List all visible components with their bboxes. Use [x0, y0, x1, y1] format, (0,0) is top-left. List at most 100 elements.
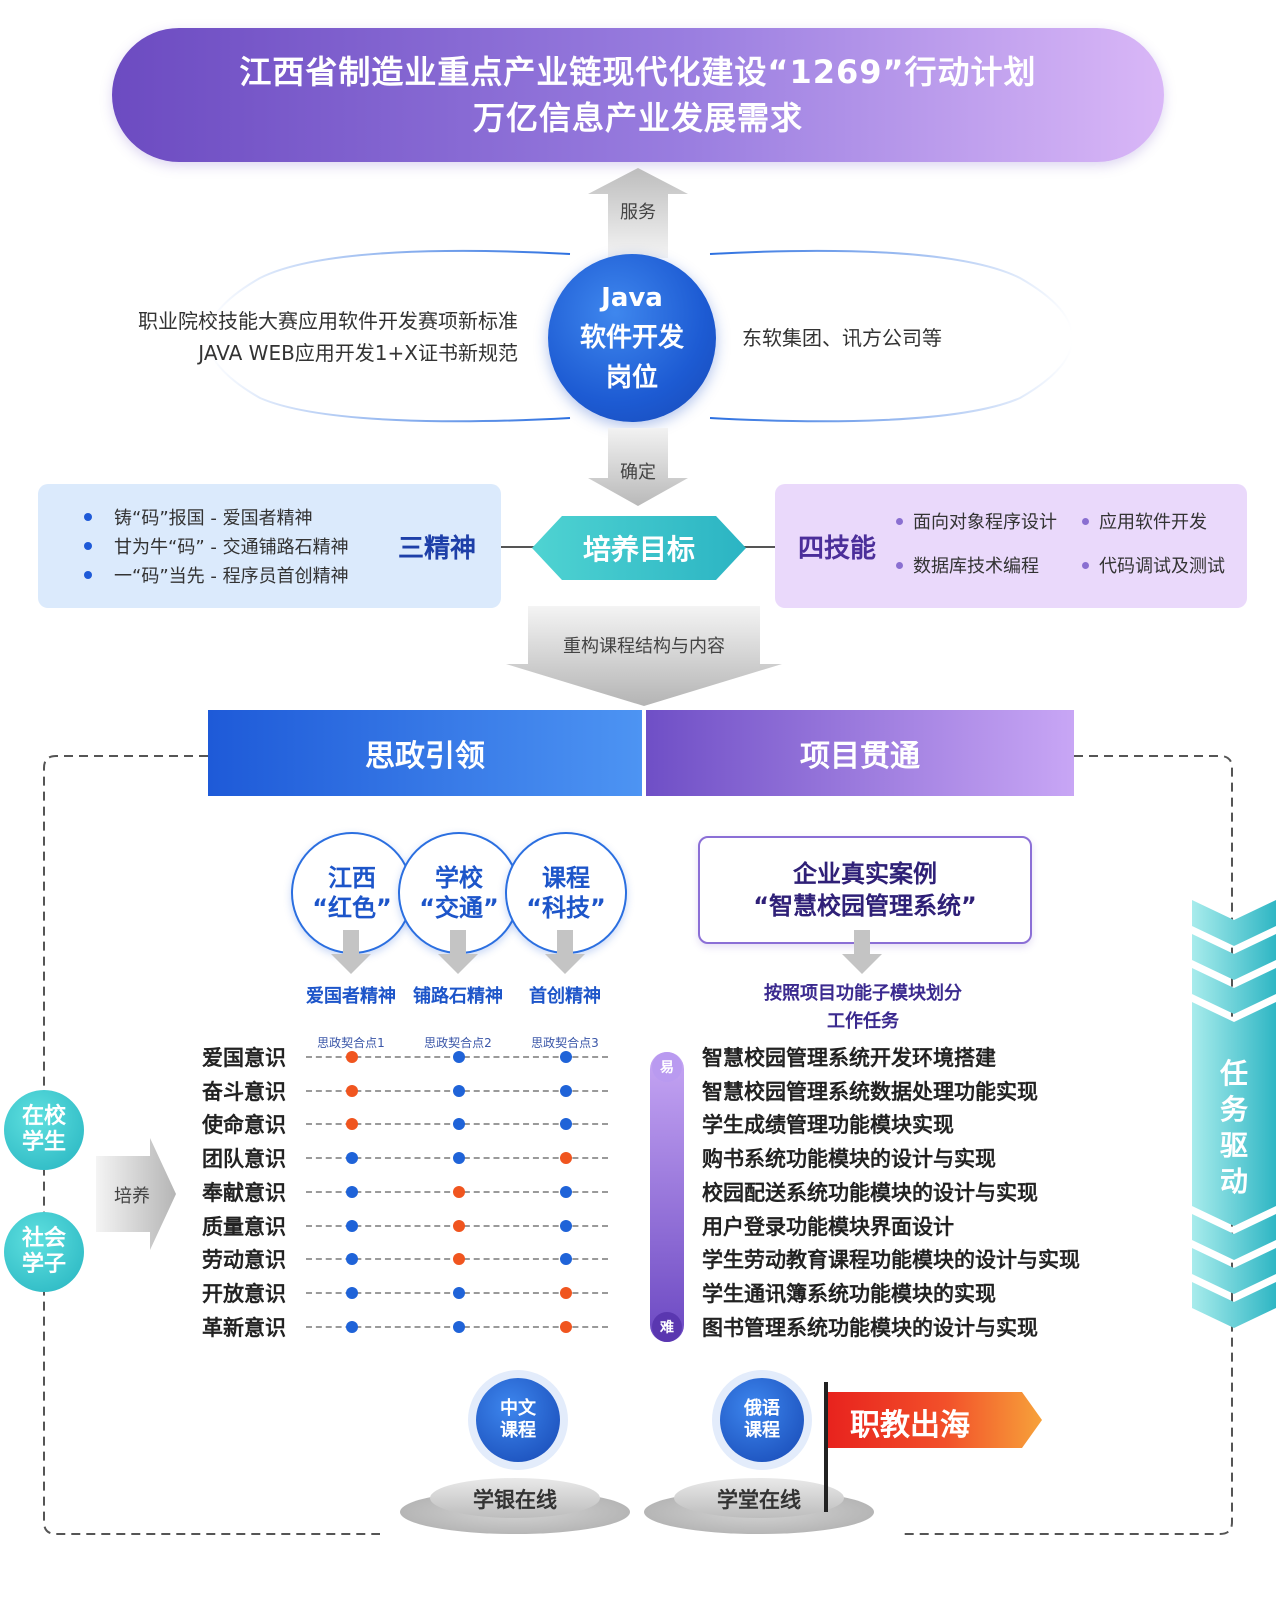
task-item: 用户登录功能模块界面设计: [702, 1214, 954, 1239]
spirit-item: 一“码”当先 - 程序员首创精神: [84, 560, 349, 589]
standard-line-1: 职业院校技能大赛应用软件开发赛项新标准: [138, 309, 518, 333]
awareness-label: 开放意识: [202, 1281, 286, 1306]
skill-item: 面向对象程序设计: [896, 508, 1082, 534]
tab-ideology: 思政引领: [208, 710, 642, 796]
fit-dot-orange: [560, 1286, 572, 1299]
confirm-arrow: [588, 428, 688, 506]
four-skills-title: 四技能: [798, 534, 877, 564]
serve-arrow: [588, 168, 688, 258]
fit-dot-blue: [346, 1286, 358, 1299]
fit-dot-blue: [453, 1084, 465, 1097]
spirit-item-text: 铸“码”报国 - 爱国者精神: [114, 507, 313, 529]
spirit-label: 爱国者精神: [306, 986, 396, 1007]
learner-line2: 学子: [21, 1252, 66, 1277]
task-item: 学生劳动教育课程功能模块的设计与实现: [702, 1248, 1080, 1273]
serve-label: 服务: [620, 202, 656, 223]
fit-dot-blue: [346, 1219, 358, 1232]
case-line2: “智慧校园管理系统”: [753, 892, 977, 920]
connector-arcs: [206, 249, 1074, 423]
training-goal-badge: 培养目标: [532, 516, 746, 580]
fit-dot-blue: [560, 1253, 572, 1266]
fit-dot-blue: [560, 1219, 572, 1232]
fit-dot-orange: [453, 1253, 465, 1266]
awareness-label: 质量意识: [202, 1214, 286, 1239]
skill-item: 代码调试及测试: [1082, 552, 1242, 578]
easy-badge: 易: [652, 1052, 682, 1082]
fit-dot-blue: [560, 1185, 572, 1198]
platform-label: 学银在线: [473, 1488, 557, 1512]
skill-item: 数据库技术编程: [896, 552, 1082, 578]
java-line1: Java: [601, 283, 663, 313]
task-item: 智慧校园管理系统开发环境搭建: [702, 1046, 996, 1070]
down-arrow-icon: [842, 930, 882, 974]
spirit-item-text: 一“码”当先 - 程序员首创精神: [114, 565, 349, 587]
fit-dot-blue: [560, 1084, 572, 1097]
fit-point-label: 思政契合点3: [531, 1036, 599, 1050]
task-item: 图书管理系统功能模块的设计与实现: [702, 1315, 1038, 1340]
flag-pole: [824, 1382, 828, 1512]
down-arrow-icon: [331, 930, 371, 974]
task-item: 购书系统功能模块的设计与实现: [702, 1147, 996, 1172]
three-spirits-list: 铸“码”报国 - 爱国者精神 甘为牛“码” - 交通铺路石精神 一“码”当先 -…: [84, 502, 349, 589]
flag-label: 职教出海: [850, 1408, 970, 1443]
spirit-item-text: 甘为牛“码” - 交通铺路石精神: [114, 536, 349, 558]
division-line1: 按照项目功能子模块划分: [764, 983, 962, 1004]
platform-label: 学堂在线: [717, 1488, 801, 1512]
awareness-label: 使命意识: [202, 1113, 286, 1138]
fit-dot-blue: [346, 1152, 358, 1165]
task-driven-label: 任 务 驱 动: [1214, 1056, 1254, 1200]
fit-dot-blue: [453, 1051, 465, 1063]
awareness-label: 革新意识: [202, 1315, 286, 1340]
four-skills-list: 面向对象程序设计 应用软件开发 数据库技术编程 代码调试及测试: [896, 508, 1242, 578]
task-driven-char: 动: [1219, 1165, 1248, 1198]
circle-line2: “科技”: [526, 894, 606, 922]
fit-dot-blue: [453, 1152, 465, 1165]
enterprise-case-box: 企业真实案例 “智慧校园管理系统”: [698, 836, 1032, 944]
fit-dot-orange: [346, 1118, 358, 1131]
course-line2: 课程: [744, 1420, 780, 1441]
skill-item-text: 代码调试及测试: [1099, 556, 1225, 577]
learner-line1: 社会: [21, 1226, 66, 1251]
course-circle-russian: 俄语 课程: [720, 1378, 804, 1462]
spirit-item: 铸“码”报国 - 爱国者精神: [84, 502, 349, 531]
skill-item-text: 面向对象程序设计: [913, 512, 1057, 533]
bullet-icon: [84, 570, 92, 579]
fit-dot-blue: [346, 1185, 358, 1198]
down-arrow-icon: [545, 930, 585, 974]
top-banner: 江西省制造业重点产业链现代化建设“1269”行动计划 万亿信息产业发展需求: [112, 28, 1164, 162]
awareness-label: 奉献意识: [202, 1180, 286, 1205]
flag-banner: [828, 1392, 1042, 1448]
java-post-circle: Java 软件开发 岗位: [548, 254, 716, 422]
learner-line1: 在校: [21, 1104, 66, 1129]
banner-title-line1: 江西省制造业重点产业链现代化建设“1269”行动计划: [239, 53, 1037, 91]
fit-dot-orange: [346, 1051, 358, 1063]
cultivate-arrow: [96, 1138, 176, 1250]
three-spirits-title: 三精神: [398, 534, 477, 564]
bullet-icon: [1082, 517, 1089, 525]
fit-dot-blue: [346, 1253, 358, 1266]
confirm-label: 确定: [620, 462, 656, 483]
tab-project: 项目贯通: [646, 710, 1074, 796]
standard-line-2: JAVA WEB应用开发1+X证书新规范: [198, 341, 518, 365]
difficulty-gradient-bar: [650, 1052, 684, 1342]
fit-dot-orange: [453, 1219, 465, 1232]
spirit-item: 甘为牛“码” - 交通铺路石精神: [84, 531, 349, 560]
task-item: 学生通讯簿系统功能模块的实现: [702, 1281, 996, 1306]
skill-item-text: 应用软件开发: [1099, 512, 1207, 533]
fit-dot-blue: [453, 1118, 465, 1131]
circle-line1: 学校: [435, 864, 483, 892]
circle-line2: “交通”: [419, 894, 499, 922]
fit-dot-blue: [453, 1320, 465, 1333]
fit-point-label: 思政契合点1: [317, 1036, 385, 1050]
task-division-label: 按照项目功能子模块划分 工作任务: [700, 980, 1026, 1036]
course-circle-chinese: 中文 课程: [476, 1378, 560, 1462]
awareness-label: 团队意识: [202, 1147, 286, 1172]
java-line2: 软件开发: [579, 323, 684, 353]
bullet-icon: [896, 517, 903, 525]
task-driven-char: 驱: [1219, 1129, 1248, 1162]
rebuild-arrow: [506, 606, 782, 706]
spirit-label: 首创精神: [529, 986, 601, 1007]
task-driven-char: 务: [1219, 1093, 1248, 1126]
course-line1: 俄语: [744, 1398, 780, 1419]
connector-line: [744, 546, 776, 548]
